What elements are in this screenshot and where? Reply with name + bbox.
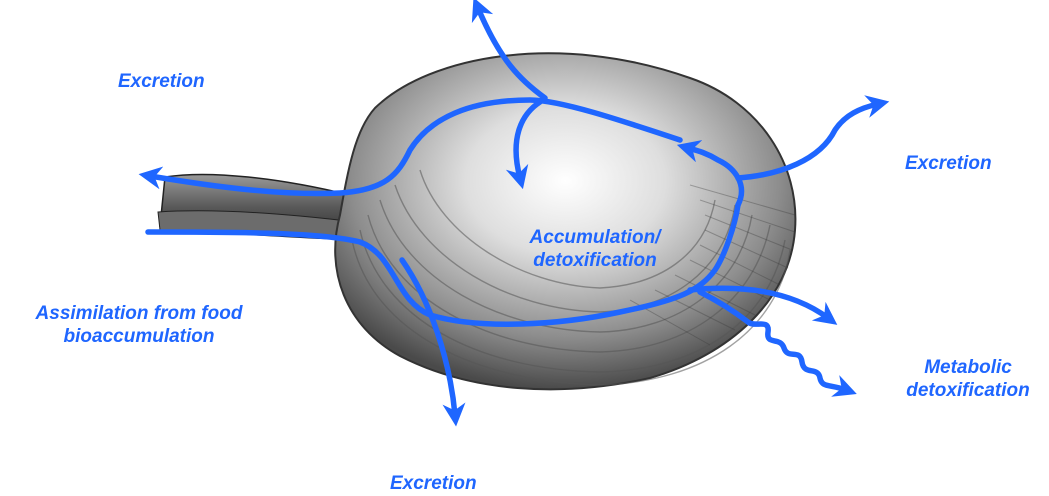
excretion-right-label: Excretion <box>905 152 992 175</box>
assimilation-label-line1: Assimilation from food <box>0 302 278 325</box>
excretion-bottom-label: Excretion <box>390 472 477 495</box>
assimilation-label: Assimilation from food bioaccumulation <box>0 302 278 348</box>
accumulation-label-line2: detoxification <box>500 249 690 272</box>
metabolic-label-line2: detoxification <box>893 379 1043 402</box>
metabolic-detoxification-label: Metabolic detoxification <box>893 356 1043 402</box>
accumulation-label-line1: Accumulation/ <box>500 226 690 249</box>
assimilation-label-line2: bioaccumulation <box>0 325 278 348</box>
metabolic-label-line1: Metabolic <box>893 356 1043 379</box>
accumulation-label: Accumulation/ detoxification <box>500 226 690 272</box>
excretion-top-left-label: Excretion <box>118 70 205 93</box>
